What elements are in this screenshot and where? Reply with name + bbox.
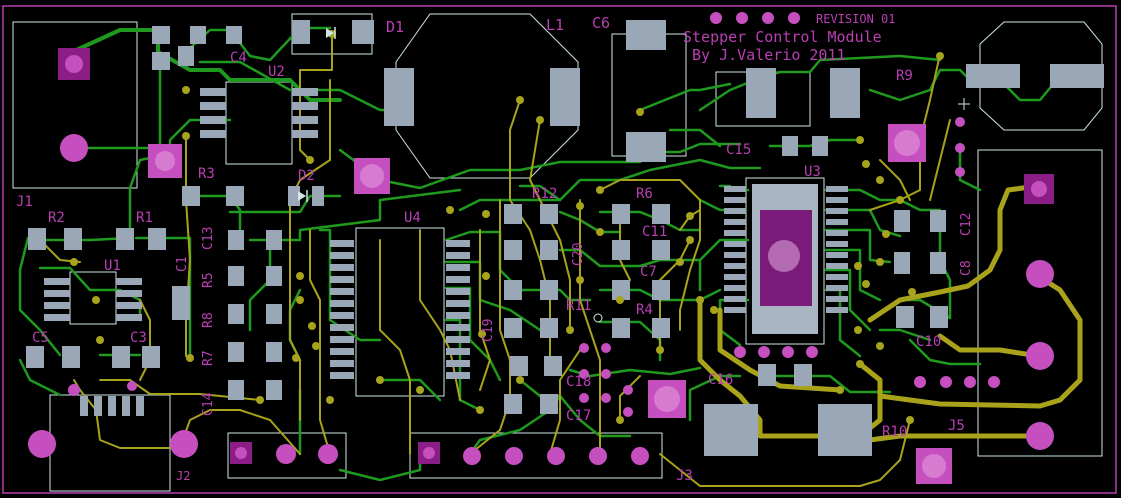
ref-c13: C13	[201, 227, 216, 250]
ref-c6: C6	[592, 14, 610, 32]
ref-c1: C1	[175, 256, 190, 272]
ref-c15: C15	[726, 142, 751, 158]
ref-j3: J3	[676, 468, 693, 484]
ref-c10: C10	[916, 334, 941, 350]
ref-r2: R2	[48, 210, 65, 226]
board-title: Stepper Control Module	[683, 28, 882, 46]
vias	[70, 30, 944, 424]
j3-left-outline	[227, 432, 347, 479]
ref-c14: C14	[201, 392, 216, 416]
ref-c18: C18	[566, 374, 591, 390]
ref-c19: C19	[481, 319, 496, 342]
ref-c7: C7	[640, 264, 657, 280]
board-revision: REVISION 01	[816, 12, 895, 26]
through-hole-pads	[28, 12, 1054, 484]
ref-r1: R1	[136, 210, 153, 226]
top-right-outline	[979, 21, 1103, 131]
ref-r11: R11	[566, 298, 591, 314]
ref-j5: J5	[948, 418, 965, 434]
u4-outline	[355, 227, 445, 397]
u2-outline	[225, 81, 293, 165]
fiducial-markers	[593, 98, 970, 323]
ref-r4: R4	[636, 302, 653, 318]
ref-r12: R12	[532, 186, 557, 202]
ref-r9: R9	[896, 68, 913, 84]
ref-c17: C17	[566, 408, 591, 424]
u4-pads	[330, 240, 470, 379]
ref-c5: C5	[32, 330, 49, 346]
ref-c20: C20	[571, 243, 586, 266]
ref-u3: U3	[804, 164, 821, 180]
ref-u4: U4	[404, 210, 421, 226]
ref-c11: C11	[642, 224, 667, 240]
ref-r5: R5	[201, 272, 216, 288]
j5-outline	[977, 149, 1103, 457]
ref-r3: R3	[198, 166, 215, 182]
ref-u2: U2	[268, 64, 285, 80]
ref-r6: R6	[636, 186, 653, 202]
board-edge	[2, 5, 1117, 494]
ref-c12: C12	[959, 213, 974, 236]
ref-u1: U1	[104, 258, 121, 274]
ref-l1: L1	[546, 16, 564, 34]
u3-outline	[745, 177, 825, 345]
ref-c16: C16	[708, 372, 733, 388]
ref-r8: R8	[201, 312, 216, 328]
ref-d2: D2	[298, 168, 315, 184]
ref-r7: R7	[201, 350, 216, 366]
ref-d1: D1	[386, 18, 404, 36]
ref-c8: C8	[959, 260, 974, 276]
ref-r10: R10	[882, 424, 907, 440]
diode-marks	[298, 27, 336, 202]
j3-outline	[409, 432, 663, 479]
silkscreen-labels: Stepper Control Module By J.Valerio 2011…	[16, 12, 974, 484]
ref-c3: C3	[130, 330, 147, 346]
ref-c4: C4	[230, 50, 247, 66]
u3-pads	[724, 184, 848, 334]
j1-outline	[12, 21, 138, 189]
u1-outline	[69, 271, 117, 325]
ref-j1: J1	[16, 194, 33, 210]
ref-j2: J2	[176, 469, 190, 483]
smd-pads	[26, 20, 1104, 456]
board-author: By J.Valerio 2011	[692, 46, 846, 64]
